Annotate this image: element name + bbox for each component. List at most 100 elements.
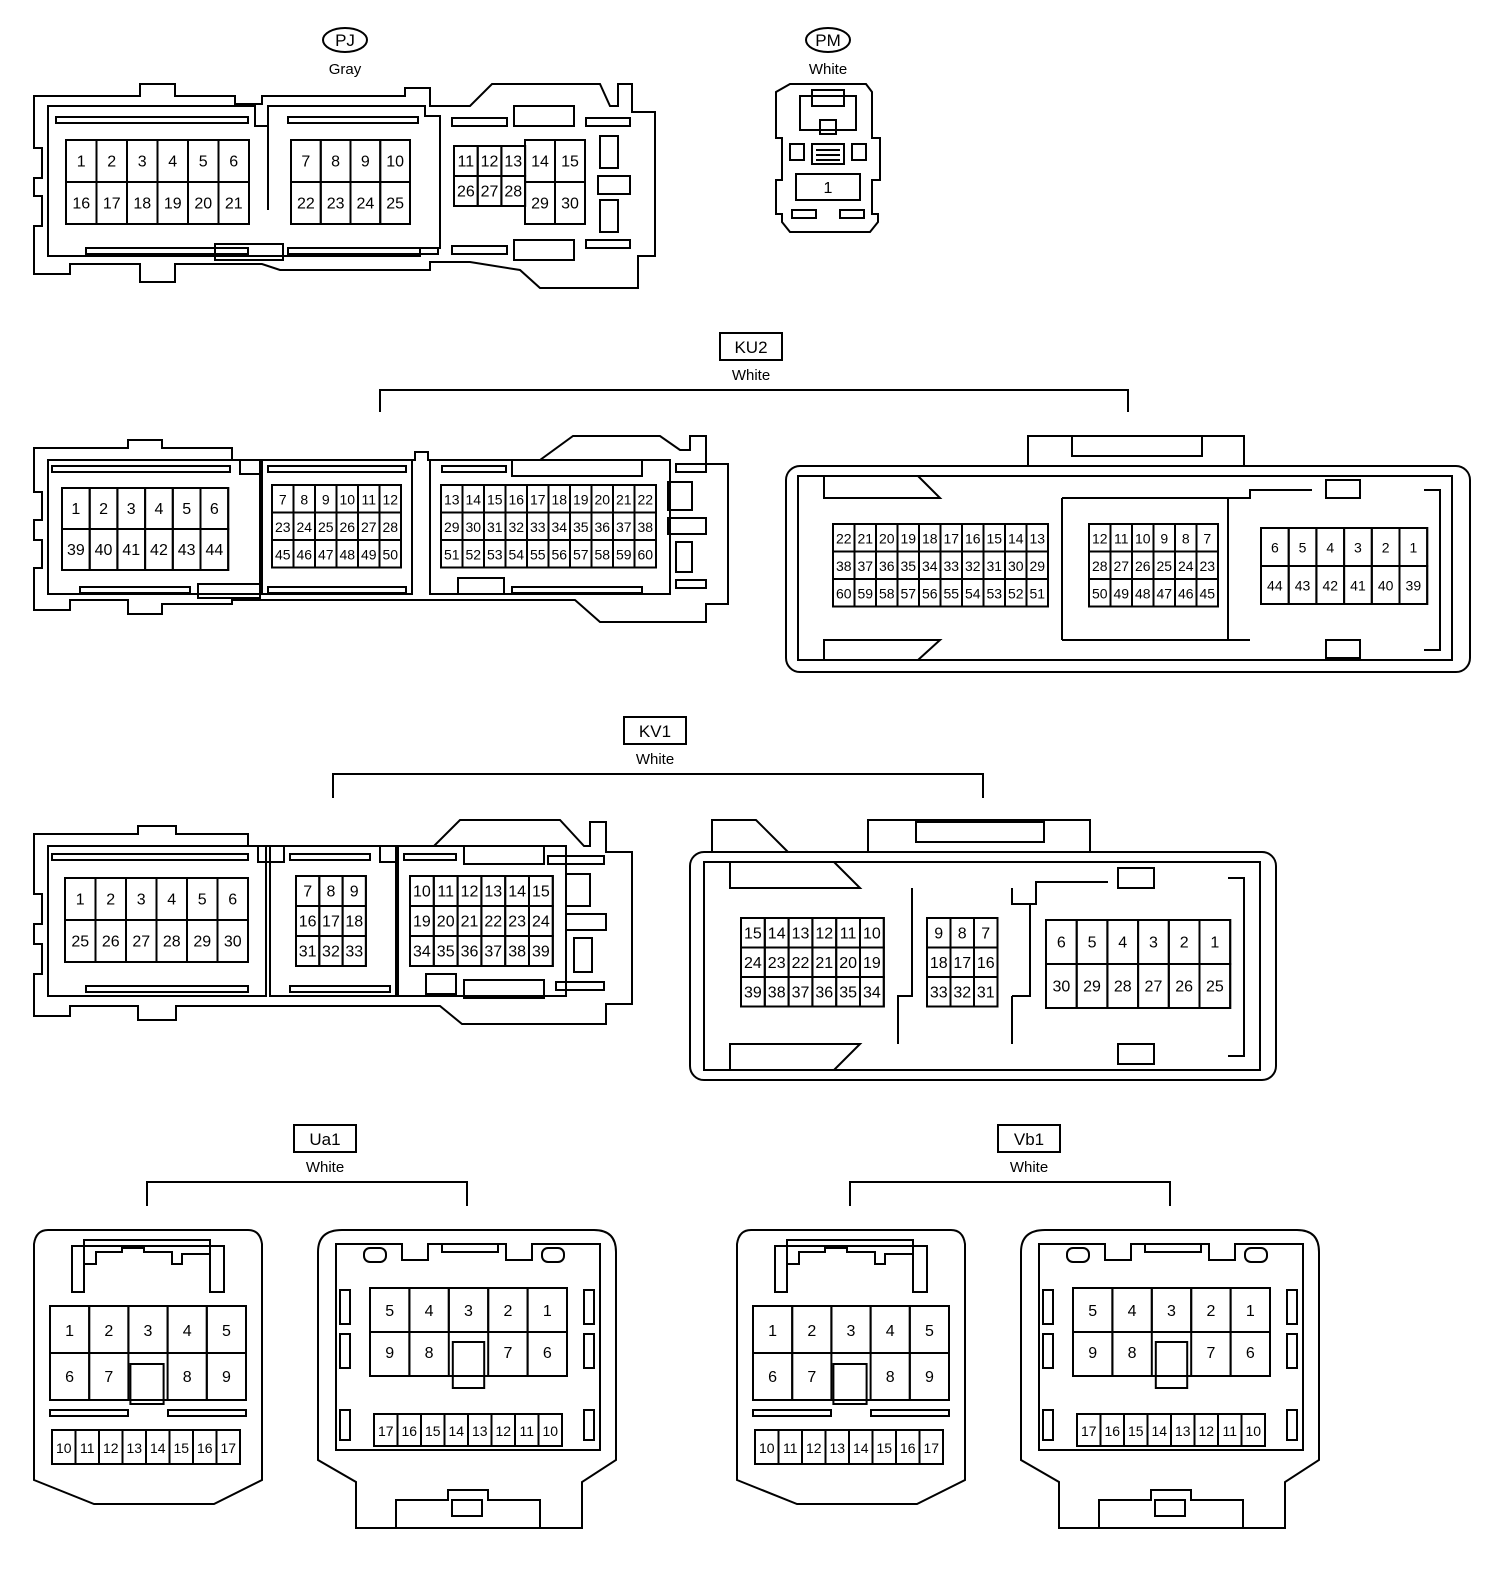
pm-latch-lock <box>819 119 837 135</box>
ua1-side-rib <box>339 1333 351 1369</box>
kv1-pin: 2 <box>106 892 115 909</box>
ua1-pin: 12 <box>103 1440 119 1456</box>
ku2-pin: 9 <box>1160 530 1168 546</box>
ku2-slot <box>667 481 693 511</box>
kv1-pin: 22 <box>484 914 502 931</box>
ku2-label-box <box>719 332 783 361</box>
kv1-pin: 27 <box>1145 979 1163 996</box>
kv1-pin: 17 <box>322 914 340 931</box>
pj-housing <box>33 83 656 289</box>
kv1-right-ear <box>711 819 789 853</box>
kv1-pin: 4 <box>1118 935 1127 952</box>
kv1-right-tab <box>1117 1043 1155 1065</box>
kv1-pin: 16 <box>977 955 995 972</box>
ua1-pin-cavity <box>215 1429 241 1465</box>
ku2-pin: 56 <box>551 546 567 562</box>
kv1-pin: 37 <box>484 944 502 961</box>
ua1-pin: 13 <box>126 1440 142 1456</box>
ua1-pin-cavity <box>205 1352 248 1401</box>
ua1-pin-cavity <box>526 1331 569 1377</box>
ku2-pin: 34 <box>922 558 938 574</box>
ku2-pin: 57 <box>900 585 916 601</box>
ku2-pin: 45 <box>1199 585 1215 601</box>
kv1-pin: 7 <box>303 884 312 901</box>
vb1-label: Vb1 <box>1014 1130 1044 1149</box>
ku2-pin: 25 <box>1156 558 1172 574</box>
kv1-bracket <box>332 773 984 798</box>
pj-label-oval <box>322 27 368 53</box>
kv1-pin: 5 <box>198 892 207 909</box>
pj-pin: 30 <box>561 196 579 213</box>
kv1-pin: 32 <box>953 984 971 1001</box>
kv1-pin: 9 <box>934 925 943 942</box>
kv1-pin: 28 <box>1114 979 1132 996</box>
kv1-tab <box>463 979 545 999</box>
ku2-pin: 14 <box>465 491 481 507</box>
vb1-pin: 3 <box>1167 1303 1176 1320</box>
ku2-slot <box>667 517 707 535</box>
kv1-pin: 28 <box>163 934 181 951</box>
kv1-pin: 3 <box>1149 935 1158 952</box>
pm-foot <box>791 209 817 219</box>
vb1-pin: 7 <box>1206 1345 1215 1362</box>
kv1-pin: 38 <box>508 944 526 961</box>
ku2-right-side <box>1424 489 1441 651</box>
vb1-pin: 16 <box>900 1440 916 1456</box>
kv1-pin: 29 <box>193 934 211 951</box>
ua1-pin: 11 <box>80 1440 95 1456</box>
pm-housing <box>775 83 881 233</box>
vb1-receptacle-body <box>1020 1229 1320 1529</box>
ku2-pin: 16 <box>965 530 981 546</box>
pj-slot <box>599 199 619 233</box>
kv1-color: White <box>636 751 674 768</box>
kv1-pin: 35 <box>839 984 857 1001</box>
ua1-receptacle-body <box>317 1229 617 1529</box>
kv1-notch <box>257 845 285 863</box>
ku2-pin: 17 <box>943 530 959 546</box>
kv1-right-dividers <box>897 881 1108 1044</box>
ua1-pin: 7 <box>104 1369 113 1386</box>
ku2-right-lock-bar <box>1071 435 1203 457</box>
ku2-pin: 33 <box>943 558 959 574</box>
pj-pin: 29 <box>531 196 549 213</box>
ku2-pin: 18 <box>922 530 938 546</box>
vb1-receptacle-inner <box>1038 1243 1304 1451</box>
pm-label-oval <box>805 27 851 53</box>
ku2-pin: 5 <box>1299 540 1307 556</box>
pj-slot <box>585 239 631 249</box>
kv1-pin: 15 <box>744 925 762 942</box>
ku2-pin: 15 <box>986 530 1002 546</box>
kv1-pin: 8 <box>326 884 335 901</box>
ku2-label: KU2 <box>734 338 767 357</box>
kv1-right-inner <box>703 861 1261 1071</box>
pj-pin: 8 <box>331 154 340 171</box>
kv1-pin: 32 <box>322 944 340 961</box>
kv1-pin-cavity <box>973 976 999 1008</box>
kv1-pin-cavity <box>341 935 367 967</box>
ku2-pin: 58 <box>879 585 895 601</box>
vb1-pin: 4 <box>1128 1303 1137 1320</box>
pj-latch-rib <box>55 116 249 124</box>
ku2-right-inner <box>797 475 1453 661</box>
ua1-pin: 10 <box>56 1440 72 1456</box>
ku2-pin: 22 <box>836 530 852 546</box>
vb1-pin: 15 <box>876 1440 892 1456</box>
ku2-pin: 20 <box>879 530 895 546</box>
kv1-pin: 29 <box>1083 979 1101 996</box>
ua1-pin: 1 <box>65 1323 74 1340</box>
vb1-pin: 2 <box>1206 1303 1215 1320</box>
ku2-pin: 40 <box>95 542 113 559</box>
ua1-pin: 17 <box>378 1423 394 1439</box>
ku2-pin: 47 <box>1156 585 1172 601</box>
kv1-rib <box>289 985 391 993</box>
kv1-pin: 20 <box>437 914 455 931</box>
ku2-pin: 7 <box>279 491 287 507</box>
kv1-pin: 17 <box>953 955 971 972</box>
kv1-rib <box>289 853 371 861</box>
kv1-pin: 35 <box>437 944 455 961</box>
vb1-key-slot <box>832 1363 868 1405</box>
pj-pin: 24 <box>356 196 374 213</box>
